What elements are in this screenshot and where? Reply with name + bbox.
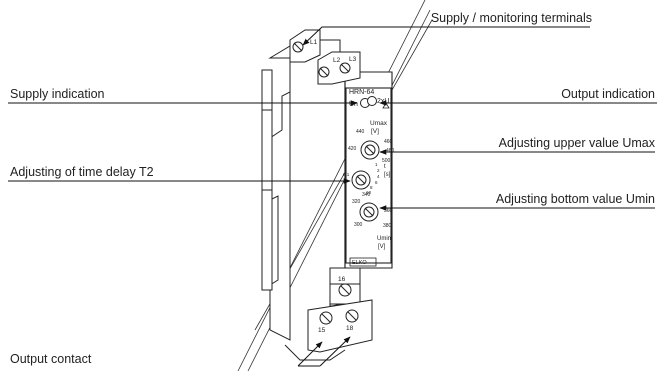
umax-scale-420: 420 xyxy=(348,146,357,152)
time-dial xyxy=(351,170,371,190)
callout-bottom-value: Adjusting bottom value Umin xyxy=(495,192,655,206)
device-side-body xyxy=(261,39,341,341)
time-label: t xyxy=(384,164,386,170)
terminal-label-15: 15 xyxy=(318,327,326,334)
time-unit: [s] xyxy=(384,172,391,178)
callout-line-supply-terminals xyxy=(302,26,590,46)
umin-scale-360: 360 xyxy=(384,208,393,214)
callout-upper-value: Adjusting upper value Umax xyxy=(498,136,655,150)
time-scale-6: 10 xyxy=(366,190,372,195)
umax-scale-500: 500 xyxy=(382,158,391,164)
dials xyxy=(351,140,380,222)
callout-supply-indication: Supply indication xyxy=(10,87,105,101)
terminal-label-16: 16 xyxy=(338,276,346,283)
brand-label: ELKO xyxy=(352,260,367,266)
device-markings: L1 L2 L3 HRN-64 Un 2xU Umax [V] 440 460 … xyxy=(310,39,395,334)
time-scale-4: 6 xyxy=(375,180,378,185)
umin-unit: [V] xyxy=(378,244,386,250)
callout-line-output-contact-a xyxy=(297,341,323,367)
umin-scale-340: 340 xyxy=(362,192,371,198)
umin-scale-380: 380 xyxy=(383,223,392,229)
umin-label: Umin xyxy=(377,236,391,242)
callout-time-delay: Adjusting of time delay T2 xyxy=(10,165,154,179)
time-scale-3: 4 xyxy=(377,174,380,179)
terminal-label-l1: L1 xyxy=(310,39,318,46)
umax-scale-480: 480 xyxy=(386,148,395,154)
top-terminal-block xyxy=(289,29,361,85)
led-out-label: 2xU xyxy=(377,98,389,105)
umin-scale-300: 300 xyxy=(354,222,363,228)
callout-supply-terminals: Supply / monitoring terminals xyxy=(430,11,592,25)
time-scale-5: 8 xyxy=(370,185,373,190)
time-scale-0: 0.1 xyxy=(343,172,350,177)
callout-output-indication: Output indication xyxy=(561,87,655,101)
led-output xyxy=(367,96,377,106)
time-scale-2: 2 xyxy=(377,168,380,173)
umax-scale-440: 440 xyxy=(356,129,365,135)
umax-unit: [V] xyxy=(371,128,379,135)
leds xyxy=(360,96,390,109)
model-label: HRN-64 xyxy=(349,89,374,96)
terminal-label-l3: L3 xyxy=(349,56,357,63)
umin-dial xyxy=(359,202,379,222)
time-scale-1: 1 xyxy=(375,162,378,167)
umin-scale-320: 320 xyxy=(352,199,361,205)
led-un-label: Un xyxy=(349,101,358,108)
umax-dial xyxy=(360,140,380,160)
bottom-terminal-block xyxy=(284,267,373,361)
terminal-label-l2: L2 xyxy=(333,57,341,64)
umax-label: Umax xyxy=(370,120,388,127)
callout-lines xyxy=(8,26,657,367)
callout-output-contact: Output contact xyxy=(10,352,92,366)
callout-line-output-contact-b xyxy=(319,336,351,367)
umax-scale-460: 460 xyxy=(384,139,393,145)
terminal-label-18: 18 xyxy=(346,325,354,332)
